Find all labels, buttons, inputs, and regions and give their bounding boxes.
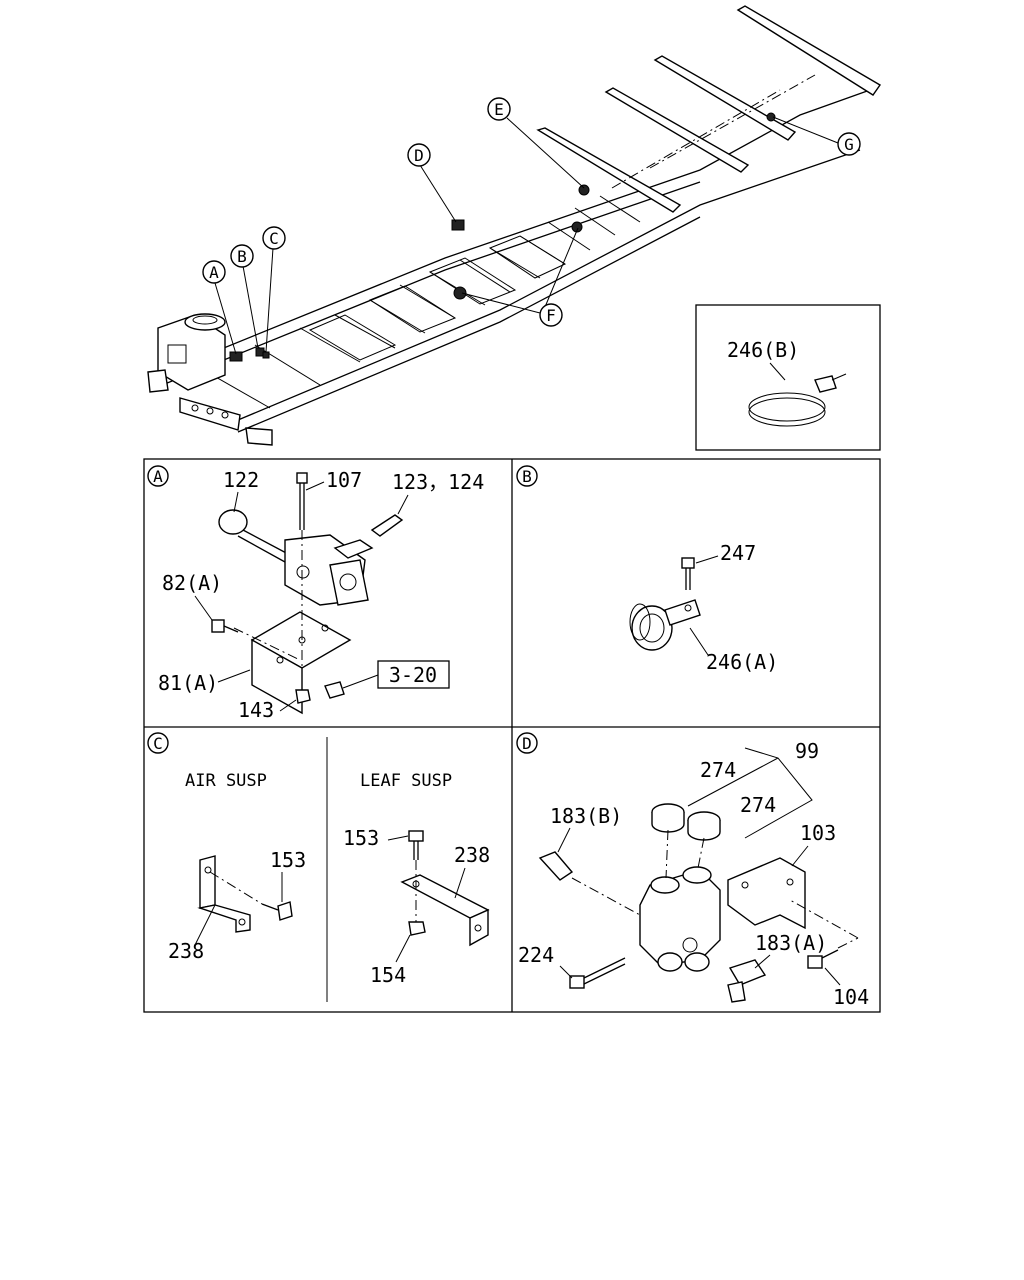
callout-a: A xyxy=(202,260,226,284)
label-224: 224 xyxy=(518,943,554,967)
detail-grid xyxy=(143,458,881,1013)
panel-d: D 99 274 27 xyxy=(516,732,869,1009)
panel-b-tag: B xyxy=(522,467,532,486)
svg-text:B: B xyxy=(237,247,247,266)
label-246a: 246(A) xyxy=(706,650,778,674)
svg-text:C: C xyxy=(269,229,279,248)
panel-b: B 247 246(A) xyxy=(516,465,778,674)
label-air-238: 238 xyxy=(168,939,204,963)
label-246b: 246(B) xyxy=(727,338,799,362)
label-air-153: 153 xyxy=(270,848,306,872)
label-183a: 183(A) xyxy=(755,931,827,955)
panel-c: C AIR SUSP LEAF SUSP 153 238 153 238 154 xyxy=(147,732,490,987)
label-leaf-153: 153 xyxy=(343,826,379,850)
callout-e: E xyxy=(487,97,511,121)
label-143: 143 xyxy=(238,698,274,722)
svg-text:E: E xyxy=(494,100,504,119)
callout-d: D xyxy=(407,143,431,167)
label-122: 122 xyxy=(223,468,259,492)
title-leaf-susp: LEAF SUSP xyxy=(360,771,452,791)
ref-3-20: 3-20 xyxy=(389,663,437,687)
chassis-frame xyxy=(147,5,882,446)
callout-g: G xyxy=(837,132,861,156)
label-103: 103 xyxy=(800,821,836,845)
label-99: 99 xyxy=(795,739,819,763)
label-104: 104 xyxy=(833,985,869,1009)
label-274b: 274 xyxy=(740,793,776,817)
svg-text:G: G xyxy=(844,135,854,154)
svg-text:A: A xyxy=(209,263,219,282)
label-247: 247 xyxy=(720,541,756,565)
callout-f: F xyxy=(539,303,563,327)
panel-a: A 3-20 122 107 1 xyxy=(147,465,484,722)
inset-clamp: 246(B) xyxy=(695,304,881,451)
panel-c-tag: C xyxy=(153,734,163,753)
svg-text:D: D xyxy=(414,146,424,165)
label-82a: 82(A) xyxy=(162,571,222,595)
label-leaf-238: 238 xyxy=(454,843,490,867)
callout-b: B xyxy=(230,244,254,268)
label-107: 107 xyxy=(326,468,362,492)
title-air-susp: AIR SUSP xyxy=(185,771,267,791)
svg-text:F: F xyxy=(546,306,556,325)
ref-box xyxy=(377,660,450,689)
panel-d-tag: D xyxy=(522,734,532,753)
label-274a: 274 xyxy=(700,758,736,782)
callout-c: C xyxy=(262,226,286,250)
label-123-124: 123，124 xyxy=(392,470,484,494)
label-81a: 81(A) xyxy=(158,671,218,695)
label-leaf-154: 154 xyxy=(370,963,406,987)
panel-a-tag: A xyxy=(153,467,163,486)
label-183b: 183(B) xyxy=(550,804,622,828)
